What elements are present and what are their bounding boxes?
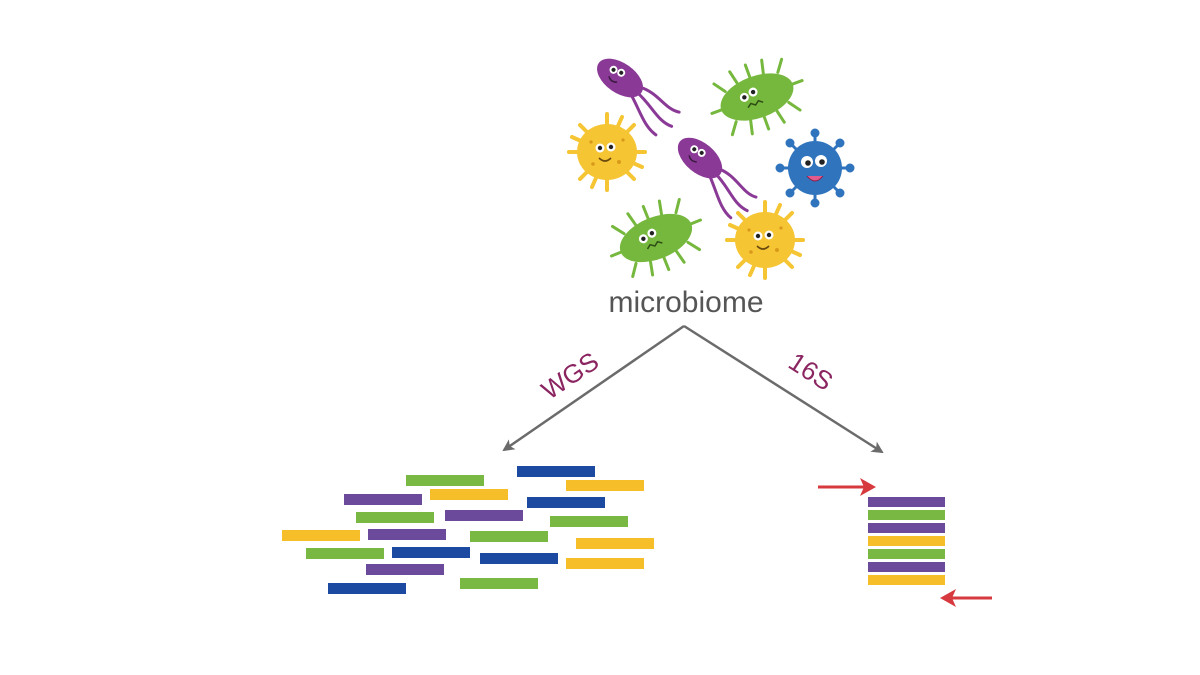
root-label: microbiome (608, 286, 763, 319)
16s-branch-label: 16S (783, 346, 838, 396)
wgs-branch-label: WGS (536, 346, 604, 406)
wgs-read (480, 553, 558, 564)
wgs-read (282, 530, 360, 541)
wgs-read (356, 512, 434, 523)
amplicon-read (868, 523, 945, 533)
16s-arrow (683, 324, 884, 454)
wgs-read (368, 529, 446, 540)
primer-arrow-icon (940, 589, 992, 607)
amplicon-read (868, 549, 945, 559)
bacillus-hairy-icon (609, 197, 703, 279)
bacillus-hairy-icon (710, 57, 804, 137)
wgs-read (344, 494, 422, 505)
amplicon-read (868, 497, 945, 507)
bacillus-flagellated-icon (597, 58, 681, 137)
amplicon-read (868, 562, 945, 572)
bacillus-flagellated-icon (677, 137, 758, 220)
amplicon-read (868, 510, 945, 520)
wgs-reads (282, 466, 654, 594)
virus-icon (775, 128, 855, 208)
wgs-read (406, 475, 484, 486)
wgs-read (306, 548, 384, 559)
wgs-read (470, 531, 548, 542)
wgs-read (517, 466, 595, 477)
wgs-read (366, 564, 444, 575)
wgs-read (576, 538, 654, 549)
wgs-read (430, 489, 508, 500)
amplicon-read (868, 536, 945, 546)
wgs-read (566, 480, 644, 491)
microbe-cluster (567, 57, 855, 280)
coccus-spiky-icon (725, 200, 805, 280)
branch-arrows (502, 324, 884, 454)
amplicon-stack (868, 497, 945, 585)
wgs-arrow (502, 324, 685, 452)
wgs-read (527, 497, 605, 508)
wgs-read (445, 510, 523, 521)
amplicon-read (868, 575, 945, 585)
wgs-read (328, 583, 406, 594)
coccus-spiky-icon (567, 112, 647, 192)
wgs-read (460, 578, 538, 589)
primer-arrow-icon (818, 478, 876, 496)
wgs-read (392, 547, 470, 558)
wgs-read (566, 558, 644, 569)
wgs-read (550, 516, 628, 527)
